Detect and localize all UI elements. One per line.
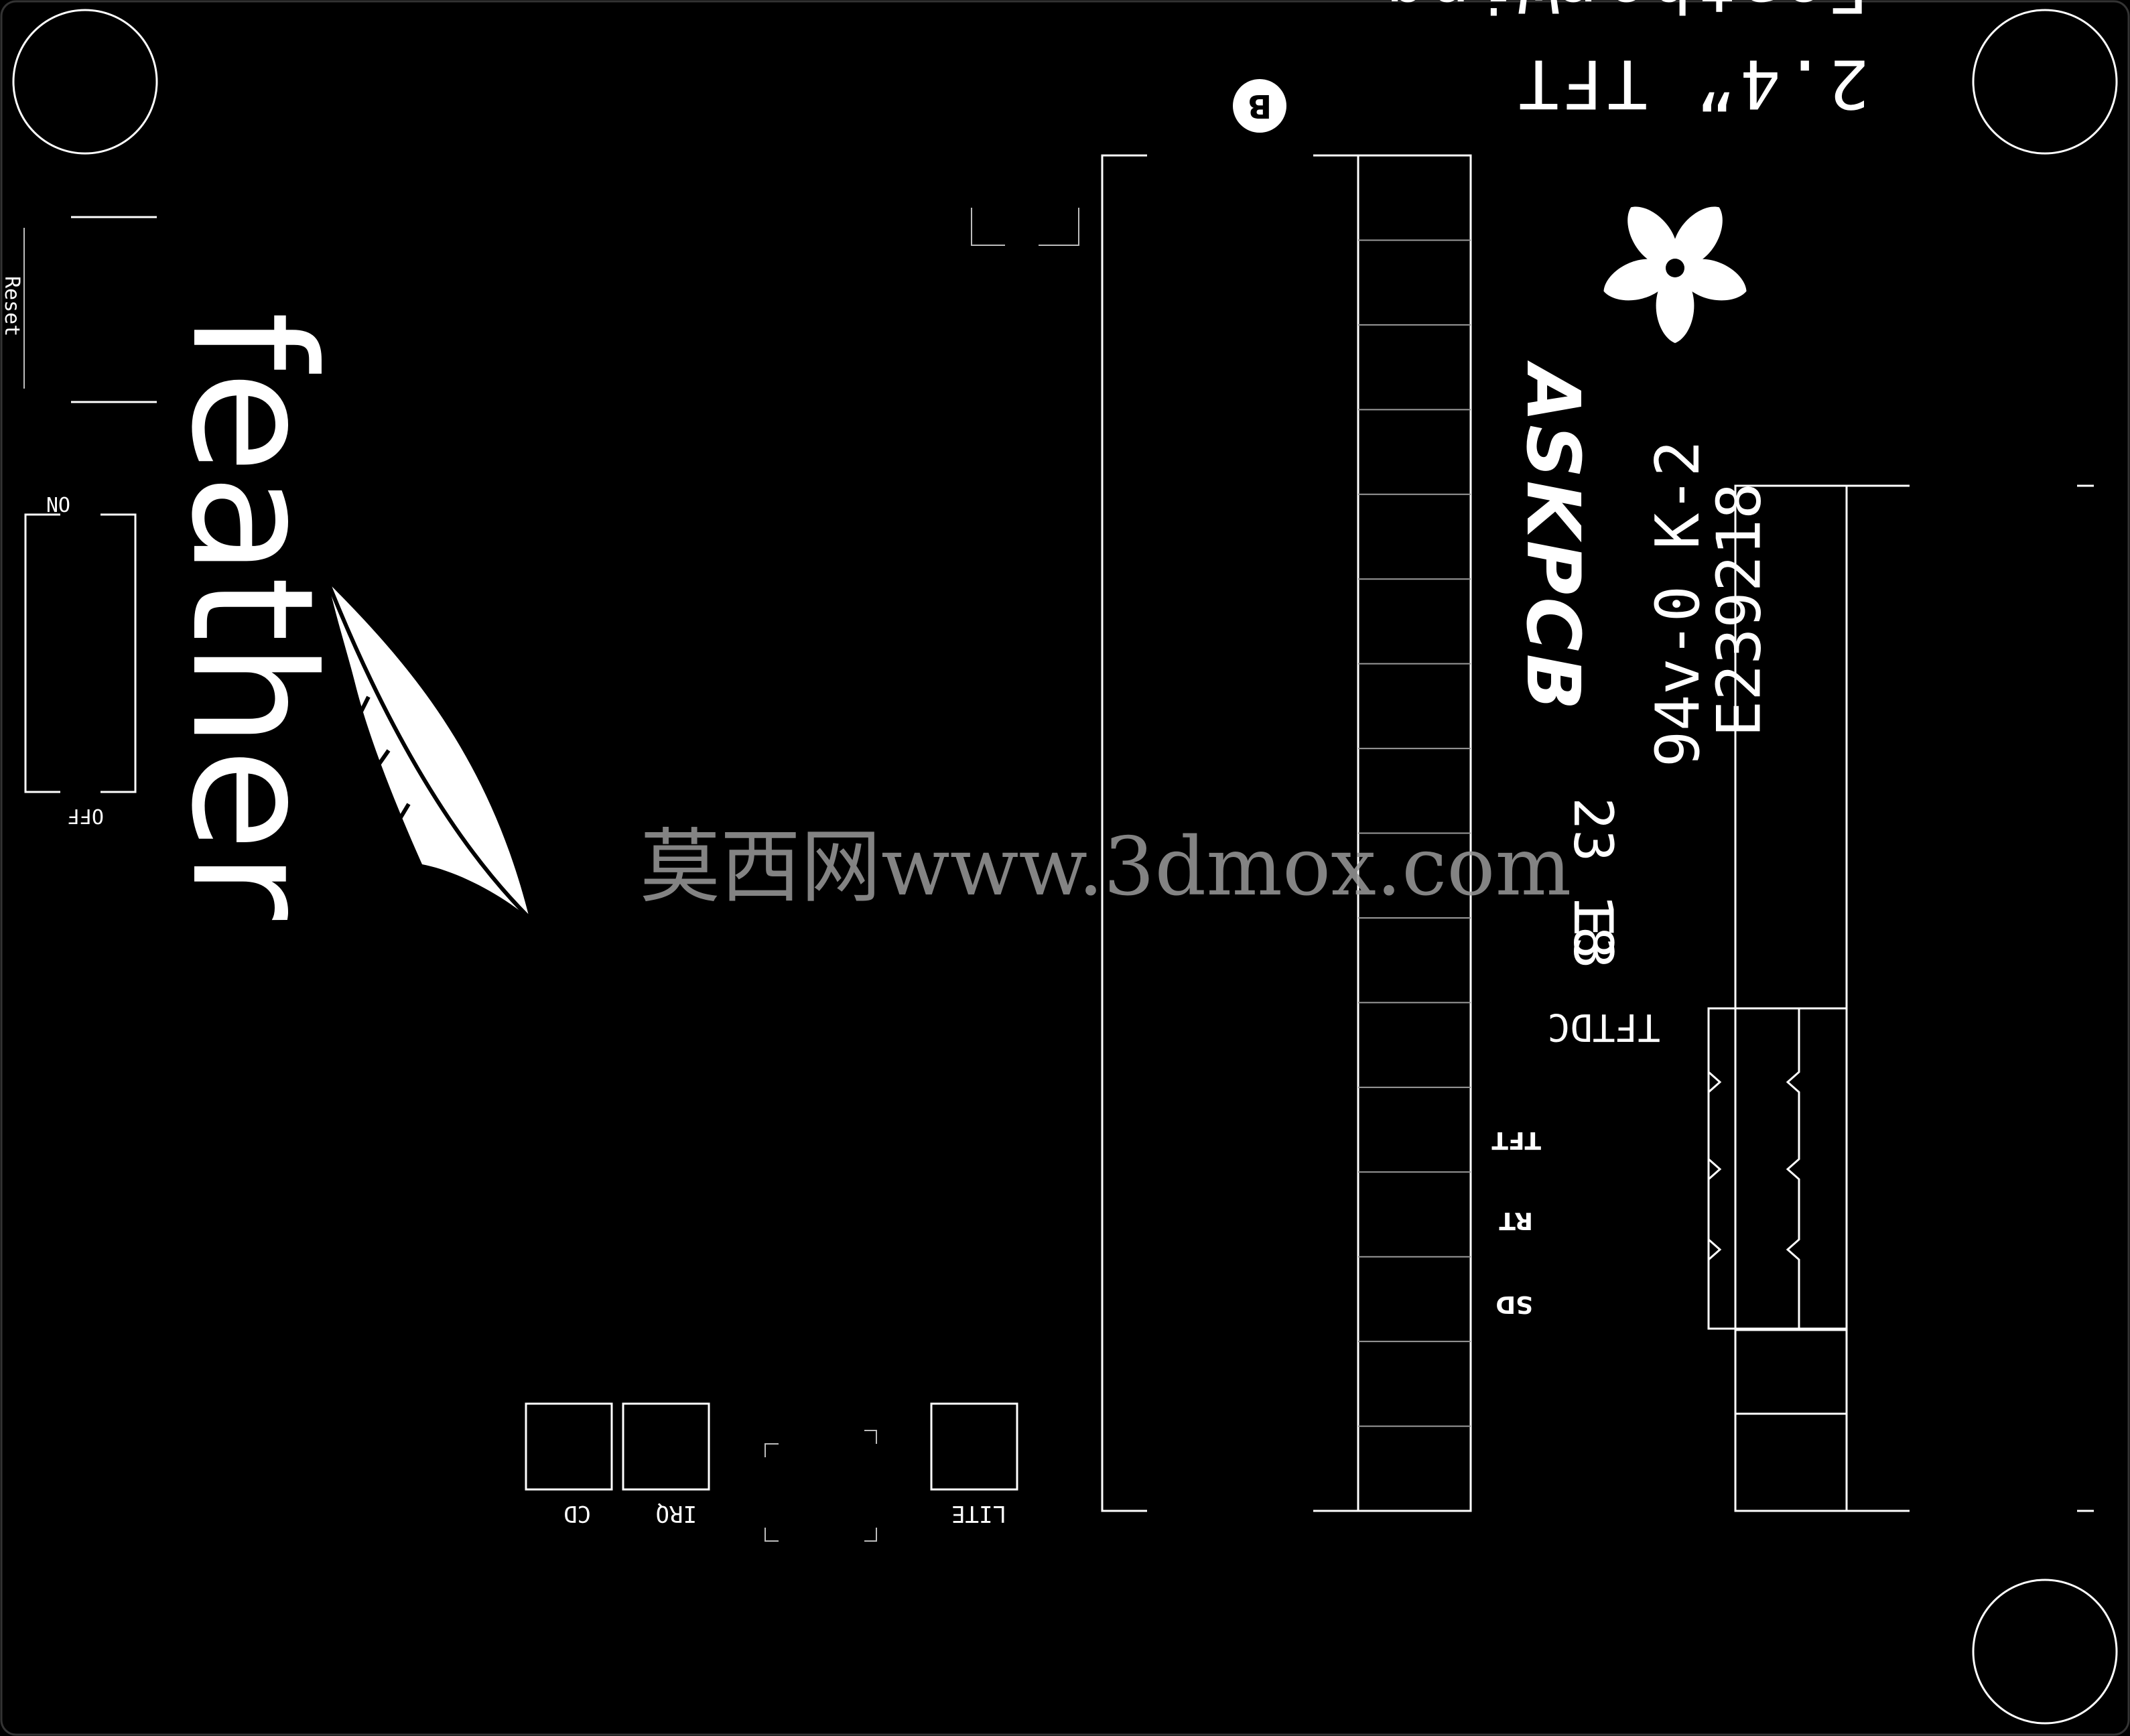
power-switch-outline (24, 513, 137, 793)
pad-irq-label: IRQ (656, 1500, 697, 1527)
pad-lite-label: LITE (951, 1500, 1006, 1527)
label-rt: RT (1499, 1207, 1533, 1234)
component-outline-bottom (764, 1430, 877, 1542)
date-code: 23 18 (1562, 797, 1624, 959)
reset-label: Reset (0, 276, 23, 336)
revision-badge (1233, 79, 1286, 133)
switch-off-label: OFF (68, 804, 104, 827)
header-strip-main (1313, 154, 1472, 1512)
jumper-block (1707, 1007, 1848, 1330)
label-sd: SD (1495, 1290, 1533, 1318)
label-tftdc: TFTDC (1547, 1005, 1660, 1049)
switch-on-label: ON (46, 492, 70, 515)
feather-icon (326, 582, 531, 920)
pad-lite (930, 1402, 1018, 1491)
label-tft: TFT (1491, 1126, 1541, 1154)
adafruit-flower-icon (1603, 206, 1747, 343)
fab-rating: 94v-0 K-2 (1643, 440, 1713, 767)
mounting-hole-bottom-right (1972, 1579, 2118, 1725)
watermark: 莫西网www.3dmox.com (640, 821, 1571, 914)
component-outline-top (971, 208, 1079, 246)
revision-badge-text: B (1248, 87, 1272, 125)
pad-cd (525, 1402, 613, 1491)
flower-petal (1603, 259, 1675, 301)
mounting-hole-top-left (12, 9, 158, 155)
product-name-featherwing: FeatherWing (1382, 0, 1869, 27)
flower-petal (1656, 268, 1694, 343)
pad-cd-label: CD (563, 1500, 591, 1527)
header-bracket-left (1101, 154, 1147, 1512)
reset-button-outline (23, 216, 157, 403)
header-strip-right (1734, 484, 2094, 1512)
fab-ul-number: E239218 (1704, 483, 1774, 737)
pad-irq (622, 1402, 710, 1491)
flower-petal (1627, 206, 1678, 269)
feather-brand-text: feather (155, 312, 350, 920)
mounting-hole-top-right (1972, 9, 2118, 155)
flower-petal (1672, 206, 1723, 269)
flower-petal (1675, 259, 1747, 301)
date-code-2: E3 (1562, 905, 1624, 969)
fab-logo-askpcb: ASKPCB (1510, 360, 1596, 713)
product-name-tft: 2.4” TFT (1514, 45, 1869, 123)
